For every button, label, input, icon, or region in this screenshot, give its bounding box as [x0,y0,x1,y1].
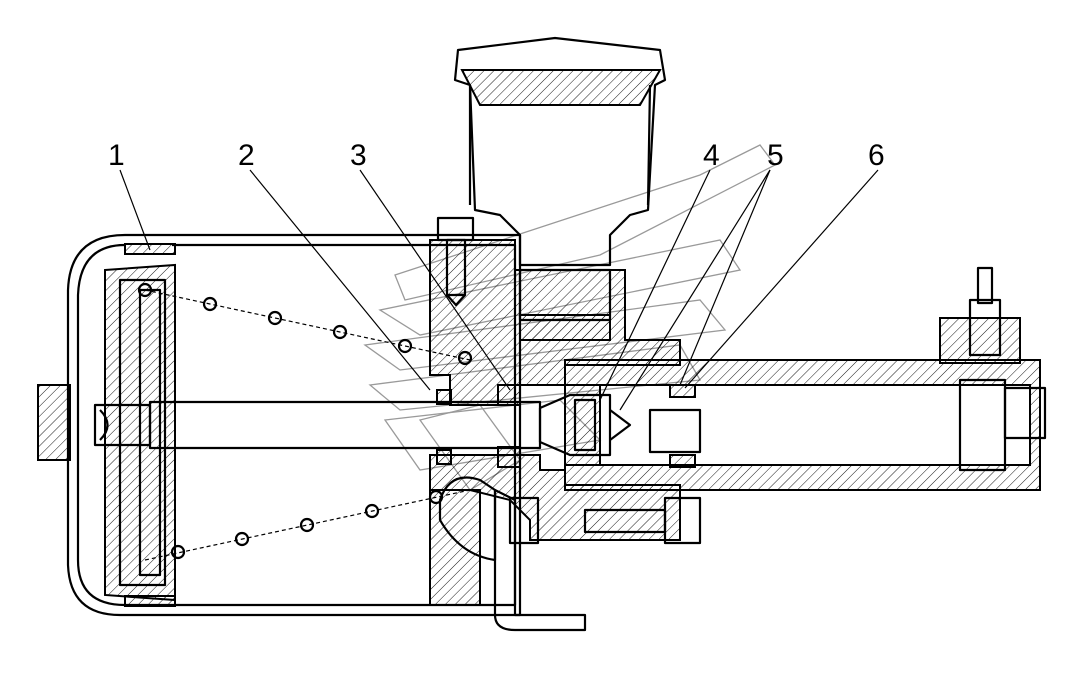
leader-lines [119,169,879,411]
callout-labels: 1 2 3 4 5 6 [108,139,885,172]
seal-6 [669,384,696,398]
fluid-reservoir [453,36,667,341]
mounting-bracket [438,476,702,632]
callout-1: 1 [108,139,125,172]
callout-6: 6 [868,139,885,172]
end-boss [37,384,152,461]
check-valve [436,384,702,468]
piston-plate [104,263,176,602]
callout-3: 3 [350,139,367,172]
callout-4: 4 [703,139,720,172]
callout-5: 5 [767,139,784,172]
callout-2: 2 [238,139,255,172]
bolt-top [436,216,475,307]
master-cylinder [564,266,1047,491]
